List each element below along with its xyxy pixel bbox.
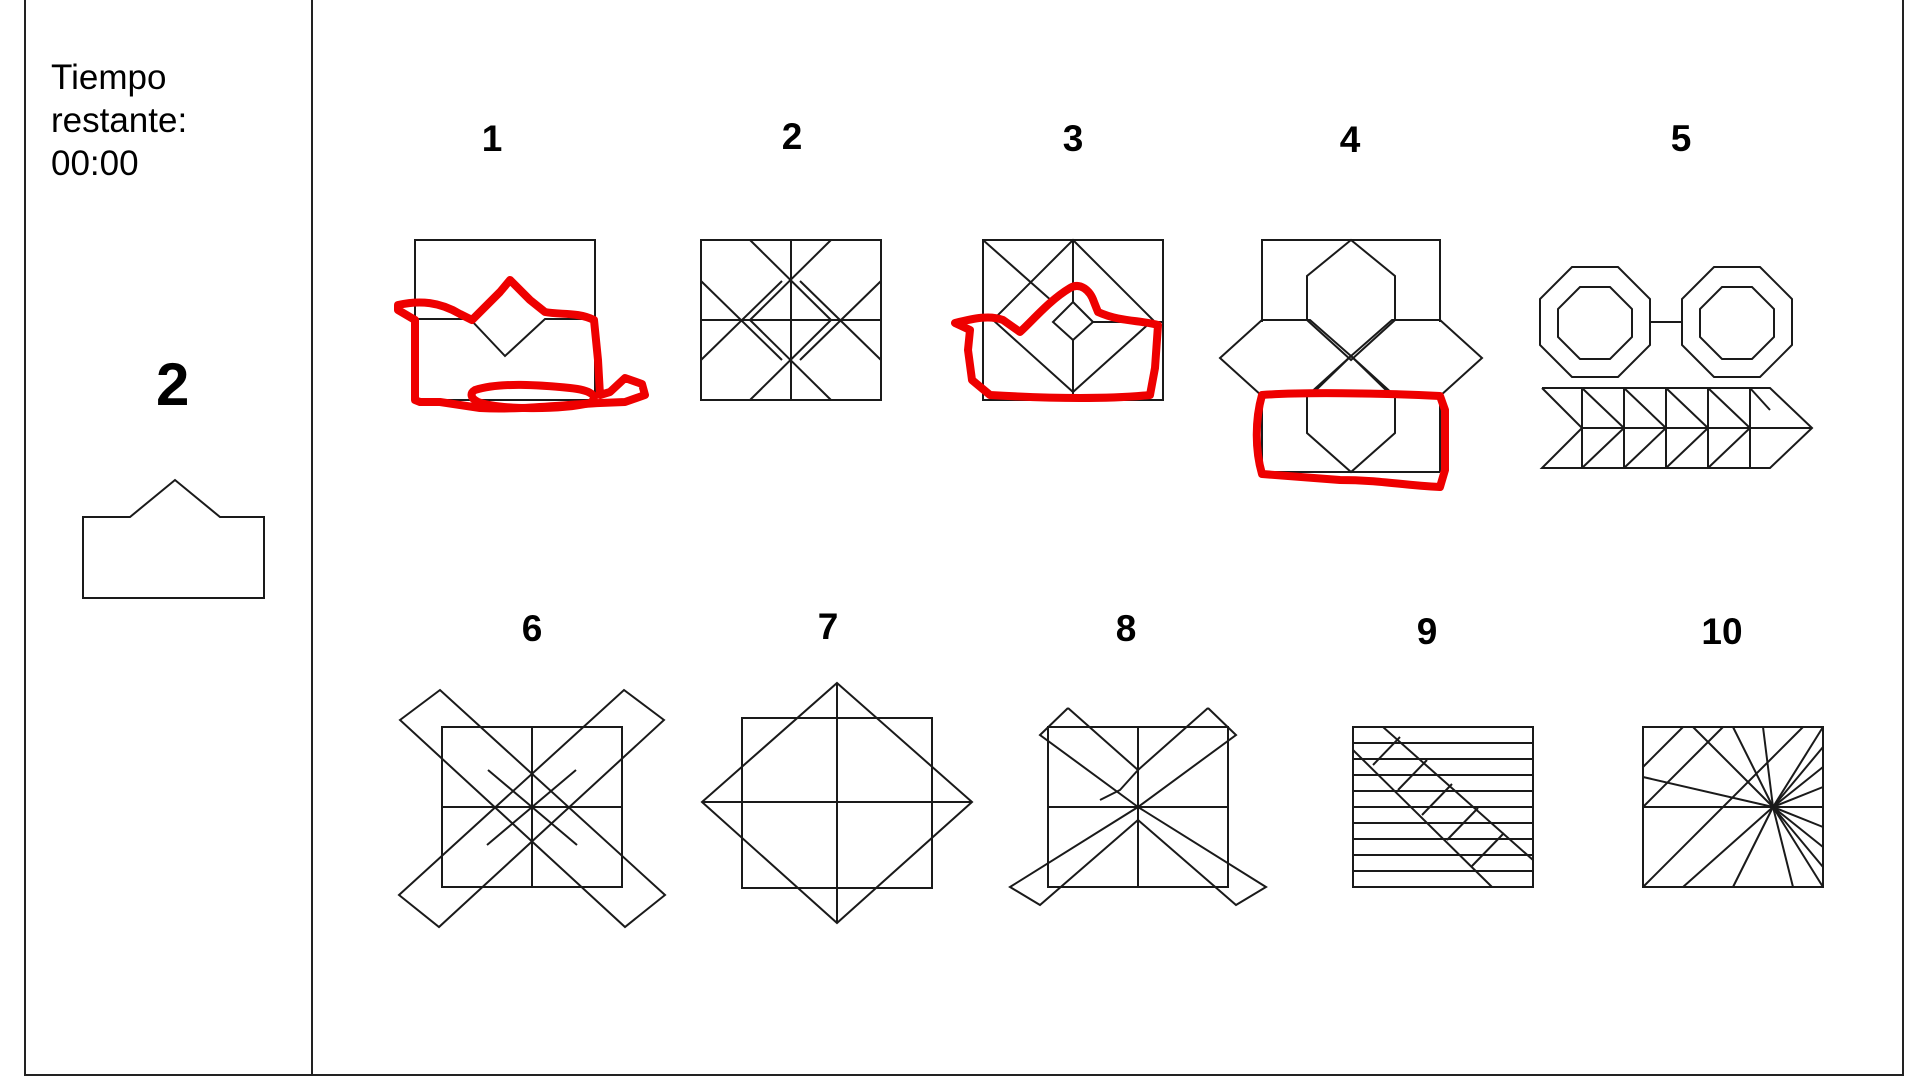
option-number-6: 6 (522, 608, 543, 649)
target-shape-icon (82, 478, 265, 599)
timer-label-line2: restante: (51, 101, 188, 140)
option-number-7: 7 (818, 606, 839, 647)
option-figure-1[interactable] (414, 239, 596, 401)
option-number-5: 5 (1671, 118, 1692, 159)
option-figure-6[interactable] (397, 688, 667, 929)
option-figure-5[interactable] (1539, 266, 1814, 469)
option-figure-10[interactable] (1642, 726, 1824, 888)
selection-mark-3 (951, 281, 1162, 403)
option-number-4: 4 (1340, 119, 1361, 160)
panel-divider (311, 0, 313, 1076)
option-figure-2[interactable] (700, 239, 882, 401)
selection-mark-1 (394, 276, 649, 413)
option-number-3: 3 (1063, 118, 1084, 159)
option-figure-7[interactable] (700, 681, 974, 925)
selection-mark-4 (1252, 389, 1449, 491)
outer-frame (24, 0, 1904, 1076)
option-figure-9[interactable] (1352, 726, 1534, 888)
timer-panel: Tiempo restante: 00:00 (51, 56, 187, 185)
timer-value: 00:00 (51, 144, 139, 183)
option-number-8: 8 (1116, 608, 1137, 649)
option-figure-8[interactable] (1008, 707, 1268, 907)
option-number-2: 2 (782, 116, 803, 157)
option-number-1: 1 (482, 118, 503, 159)
option-number-9: 9 (1417, 611, 1438, 652)
timer-label-line1: Tiempo (51, 58, 167, 97)
target-number: 2 (156, 351, 190, 418)
option-number-10: 10 (1701, 611, 1742, 652)
